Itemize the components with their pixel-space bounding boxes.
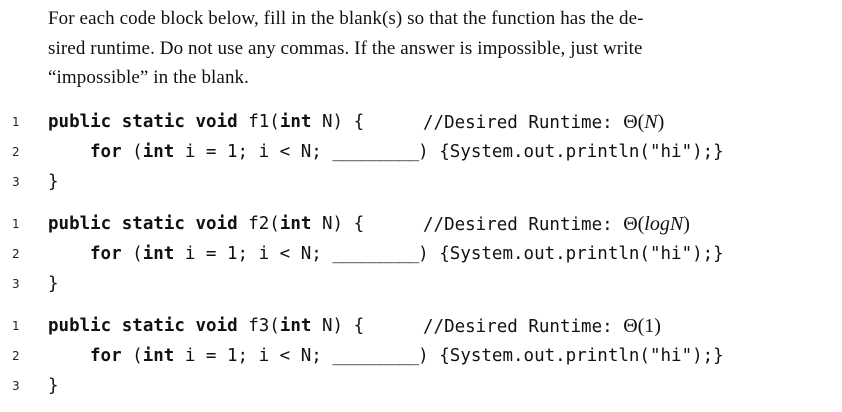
for-loop: for (int i = 1; i < N; _________) {Syste… [90,341,724,371]
code-line: 2 for (int i = 1; i < N; _________) {Sys… [0,239,842,269]
line-number: 1 [12,217,20,231]
for-open: ( [121,346,143,366]
line-number: 2 [12,349,20,363]
method-name: f3( [237,316,280,336]
instructions-line-1: For each code block below, fill in the b… [48,8,644,29]
params: N) { [311,112,365,132]
line-number: 1 [12,319,20,333]
for-open: ( [121,142,143,162]
closing-brace: } [48,274,59,294]
method-name: f1( [237,112,280,132]
code-line: 2 for (int i = 1; i < N; _________) {Sys… [0,341,842,371]
keyword: int [142,142,175,162]
params: N) { [311,214,365,234]
keyword: int [279,316,312,336]
instructions-paragraph: For each code block below, fill in the b… [48,4,808,93]
comment-text: //Desired Runtime: [423,113,624,133]
code-line: 3 } [0,167,842,197]
runtime-comment: //Desired Runtime: Θ(N) [423,107,664,138]
closing-brace: } [48,172,59,192]
code-line: 1 public static void f2(int N) { //Desir… [0,209,842,239]
instructions-line-2: sired runtime. Do not use any commas. If… [48,37,643,59]
for-body: ) {System.out.println("hi");} [418,244,724,264]
method-signature: public static void f1(int N) { [48,107,364,137]
line-number: 1 [12,115,20,129]
for-condition: i = 1; i < N; [174,346,333,366]
theta-close: ) [657,111,665,133]
for-loop: for (int i = 1; i < N; _________) {Syste… [90,137,724,167]
fill-in-blank[interactable]: _________ [332,244,419,264]
code-line: 3 } [0,371,842,401]
theta-close: ) [683,213,690,235]
theta-symbol: Θ( [623,213,645,235]
code-line: 3 } [0,269,842,299]
for-body: ) {System.out.println("hi");} [418,346,724,366]
theta-close: ) [654,315,661,337]
runtime-value: N [644,111,658,133]
method-signature: public static void f2(int N) { [48,209,364,239]
keyword: int [279,112,312,132]
keyword: int [279,214,312,234]
line-number: 2 [12,247,20,261]
keyword: public static void [48,214,238,234]
code-line: 1 public static void f1(int N) { //Desir… [0,107,842,137]
runtime-comment: //Desired Runtime: Θ(1) [423,311,661,342]
for-loop: for (int i = 1; i < N; _________) {Syste… [90,239,724,269]
keyword: for [90,244,122,264]
closing-brace: } [48,376,59,396]
method-name: f2( [237,214,280,234]
instructions-line-3: “impossible” in the blank. [48,67,250,88]
for-open: ( [121,244,143,264]
for-condition: i = 1; i < N; [174,142,333,162]
theta-symbol: Θ( [623,111,645,133]
fill-in-blank[interactable]: _________ [332,346,419,366]
runtime-value: logN [644,213,684,235]
runtime-value: 1 [644,315,655,337]
comment-text: //Desired Runtime: [423,317,624,337]
keyword: for [90,346,122,366]
code-line: 1 public static void f3(int N) { //Desir… [0,311,842,341]
keyword: for [90,142,122,162]
for-body: ) {System.out.println("hi");} [418,142,724,162]
code-line: 2 for (int i = 1; i < N; _________) {Sys… [0,137,842,167]
comment-text: //Desired Runtime: [423,215,624,235]
runtime-comment: //Desired Runtime: Θ(logN) [423,209,690,240]
keyword: int [142,244,175,264]
theta-symbol: Θ( [623,315,645,337]
params: N) { [311,316,365,336]
line-number: 3 [12,277,20,291]
keyword: public static void [48,112,238,132]
keyword: public static void [48,316,238,336]
keyword: int [142,346,175,366]
method-signature: public static void f3(int N) { [48,311,364,341]
line-number: 2 [12,145,20,159]
line-number: 3 [12,379,20,393]
for-condition: i = 1; i < N; [174,244,333,264]
line-number: 3 [12,175,20,189]
fill-in-blank[interactable]: _________ [332,142,419,162]
